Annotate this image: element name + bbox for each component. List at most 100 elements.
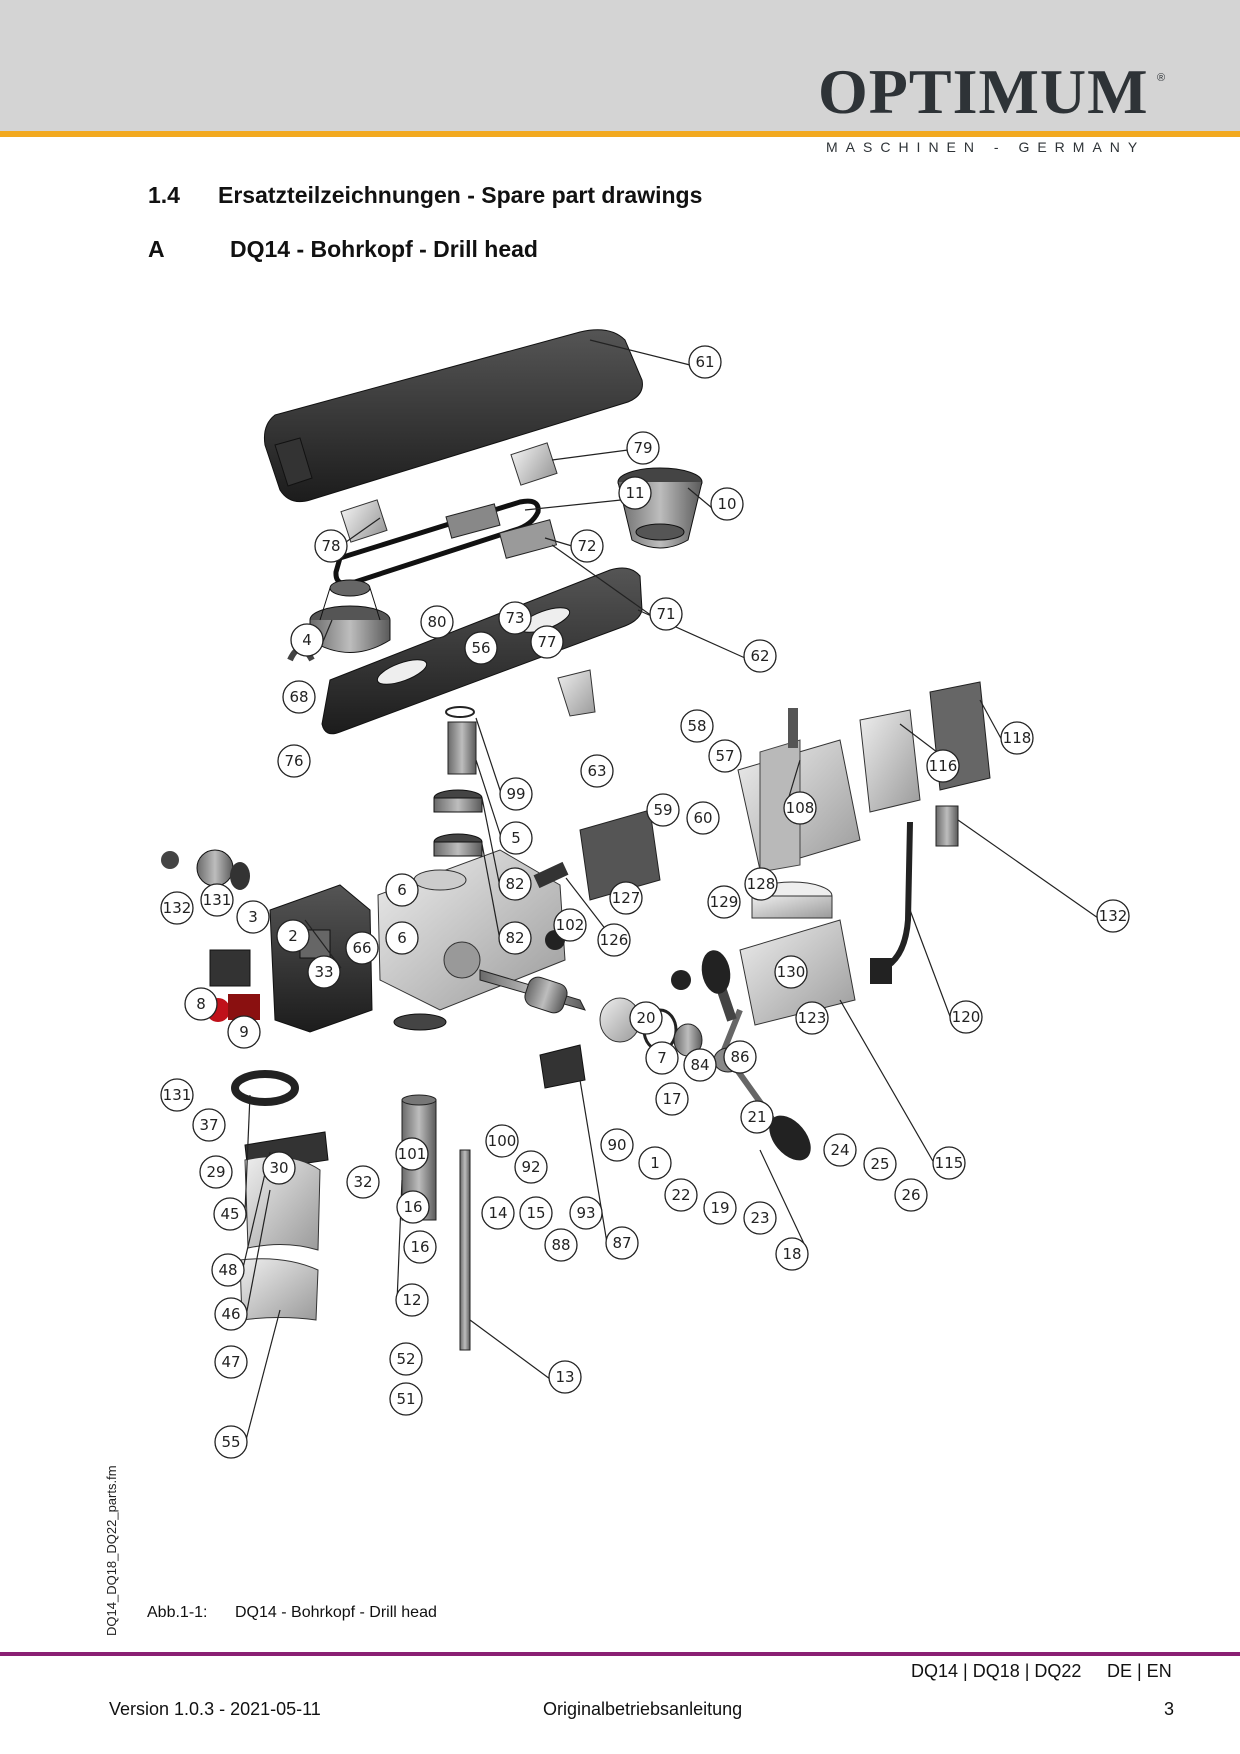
callout-number: 17: [662, 1090, 681, 1108]
part-callout-48: 48: [211, 1253, 245, 1287]
part-callout-37: 37: [192, 1108, 226, 1142]
part-callout-116: 116: [926, 749, 960, 783]
part-callout-92: 92: [514, 1150, 548, 1184]
part-callout-63: 63: [580, 754, 614, 788]
figure-caption-label: Abb.1-1:: [147, 1604, 208, 1621]
footer-doc-type: Originalbetriebsanleitung: [543, 1699, 743, 1719]
callout-circle: [664, 1178, 698, 1212]
part-callout-132: 132: [1096, 899, 1130, 933]
part-callout-29: 29: [199, 1155, 233, 1189]
callout-circle: [346, 1165, 380, 1199]
part-callout-22: 22: [664, 1178, 698, 1212]
callout-circle: [646, 793, 680, 827]
section-number: 1.4: [148, 182, 180, 208]
part-callout-102: 102: [553, 908, 587, 942]
callout-number: 3: [248, 908, 258, 926]
callout-circle: [519, 1196, 553, 1230]
part-callout-128: 128: [744, 867, 778, 901]
part-callout-99: 99: [499, 777, 533, 811]
callout-circle: [569, 1196, 603, 1230]
callout-circle: [276, 919, 310, 953]
part-callout-100: 100: [485, 1124, 519, 1158]
leader-lines: [242, 339, 1099, 1441]
callout-number: 72: [577, 537, 596, 555]
callout-circle: [307, 955, 341, 989]
callout-circle: [744, 867, 778, 901]
callout-circle: [740, 1100, 774, 1134]
part-callout-1: 1: [638, 1146, 672, 1180]
callout-circle: [214, 1425, 248, 1459]
part-callout-126: 126: [597, 923, 631, 957]
callout-circle: [894, 1178, 928, 1212]
callout-circle: [686, 801, 720, 835]
part-callout-21: 21: [740, 1100, 774, 1134]
callout-circle: [345, 931, 379, 965]
part-callout-24: 24: [823, 1133, 857, 1167]
callout-number: 62: [750, 647, 769, 665]
registered-mark: ®: [1157, 72, 1166, 84]
part-callout-51: 51: [389, 1382, 423, 1416]
part-callout-79: 79: [626, 431, 660, 465]
part-callout-8: 8: [184, 987, 218, 1021]
part-callout-131: 131: [200, 883, 234, 917]
part-callout-55: 55: [214, 1425, 248, 1459]
callout-number: 87: [612, 1234, 631, 1252]
callout-circle: [600, 1128, 634, 1162]
source-filename: DQ14_DQ18_DQ22_parts.fm: [104, 1465, 119, 1636]
callout-number: 21: [747, 1108, 766, 1126]
exploded-parts-drawing: 6179111078727173807756462685857766399596…: [160, 329, 1130, 1459]
part-callout-16: 16: [403, 1230, 437, 1264]
part-callout-14: 14: [481, 1196, 515, 1230]
part-callout-46: 46: [214, 1297, 248, 1331]
section-title: Ersatzteilzeichnungen - Spare part drawi…: [218, 182, 703, 208]
callout-number: 82: [505, 875, 524, 893]
callout-number: 131: [163, 1086, 192, 1104]
part-callout-10: 10: [710, 487, 744, 521]
callout-number: 63: [587, 762, 606, 780]
part-callout-18: 18: [775, 1237, 809, 1271]
footer-version: Version 1.0.3 - 2021-05-11: [109, 1699, 321, 1719]
callout-number: 33: [314, 963, 333, 981]
callout-number: 6: [397, 881, 407, 899]
part-callout-17: 17: [655, 1082, 689, 1116]
callout-circle: [498, 867, 532, 901]
callout-number: 79: [633, 439, 652, 457]
callout-number: 5: [511, 829, 521, 847]
callout-circle: [683, 1048, 717, 1082]
part-callout-129: 129: [707, 885, 741, 919]
part-callout-47: 47: [214, 1345, 248, 1379]
header-band: [0, 0, 1240, 131]
callout-number: 37: [199, 1116, 218, 1134]
callout-circle: [863, 1147, 897, 1181]
parts-artwork: [161, 329, 991, 1351]
callout-circle: [774, 955, 808, 989]
part-callout-23: 23: [743, 1201, 777, 1235]
callout-number: 55: [221, 1433, 240, 1451]
part-callout-132: 132: [160, 891, 194, 925]
part-callout-25: 25: [863, 1147, 897, 1181]
callout-circle: [783, 791, 817, 825]
callout-number: 26: [901, 1186, 920, 1204]
part-callout-131: 131: [160, 1078, 194, 1112]
part-callout-13: 13: [548, 1360, 582, 1394]
figure-caption-text: DQ14 - Bohrkopf - Drill head: [235, 1604, 437, 1621]
part-callout-87: 87: [605, 1226, 639, 1260]
callout-circle: [775, 1237, 809, 1271]
callout-circle: [703, 1191, 737, 1225]
callout-number: 101: [398, 1145, 427, 1163]
callout-circle: [609, 881, 643, 915]
callout-number: 59: [653, 801, 672, 819]
callout-number: 51: [396, 1390, 415, 1408]
part-callout-66: 66: [345, 931, 379, 965]
callout-circle: [605, 1226, 639, 1260]
part-callout-5: 5: [499, 821, 533, 855]
part-callout-12: 12: [395, 1283, 429, 1317]
callout-number: 10: [717, 495, 736, 513]
callout-number: 127: [612, 889, 641, 907]
callout-number: 4: [302, 631, 312, 649]
callout-number: 116: [929, 757, 958, 775]
callout-number: 129: [710, 893, 739, 911]
callout-number: 6: [397, 929, 407, 947]
callout-circle: [199, 1155, 233, 1189]
callout-number: 58: [687, 717, 706, 735]
